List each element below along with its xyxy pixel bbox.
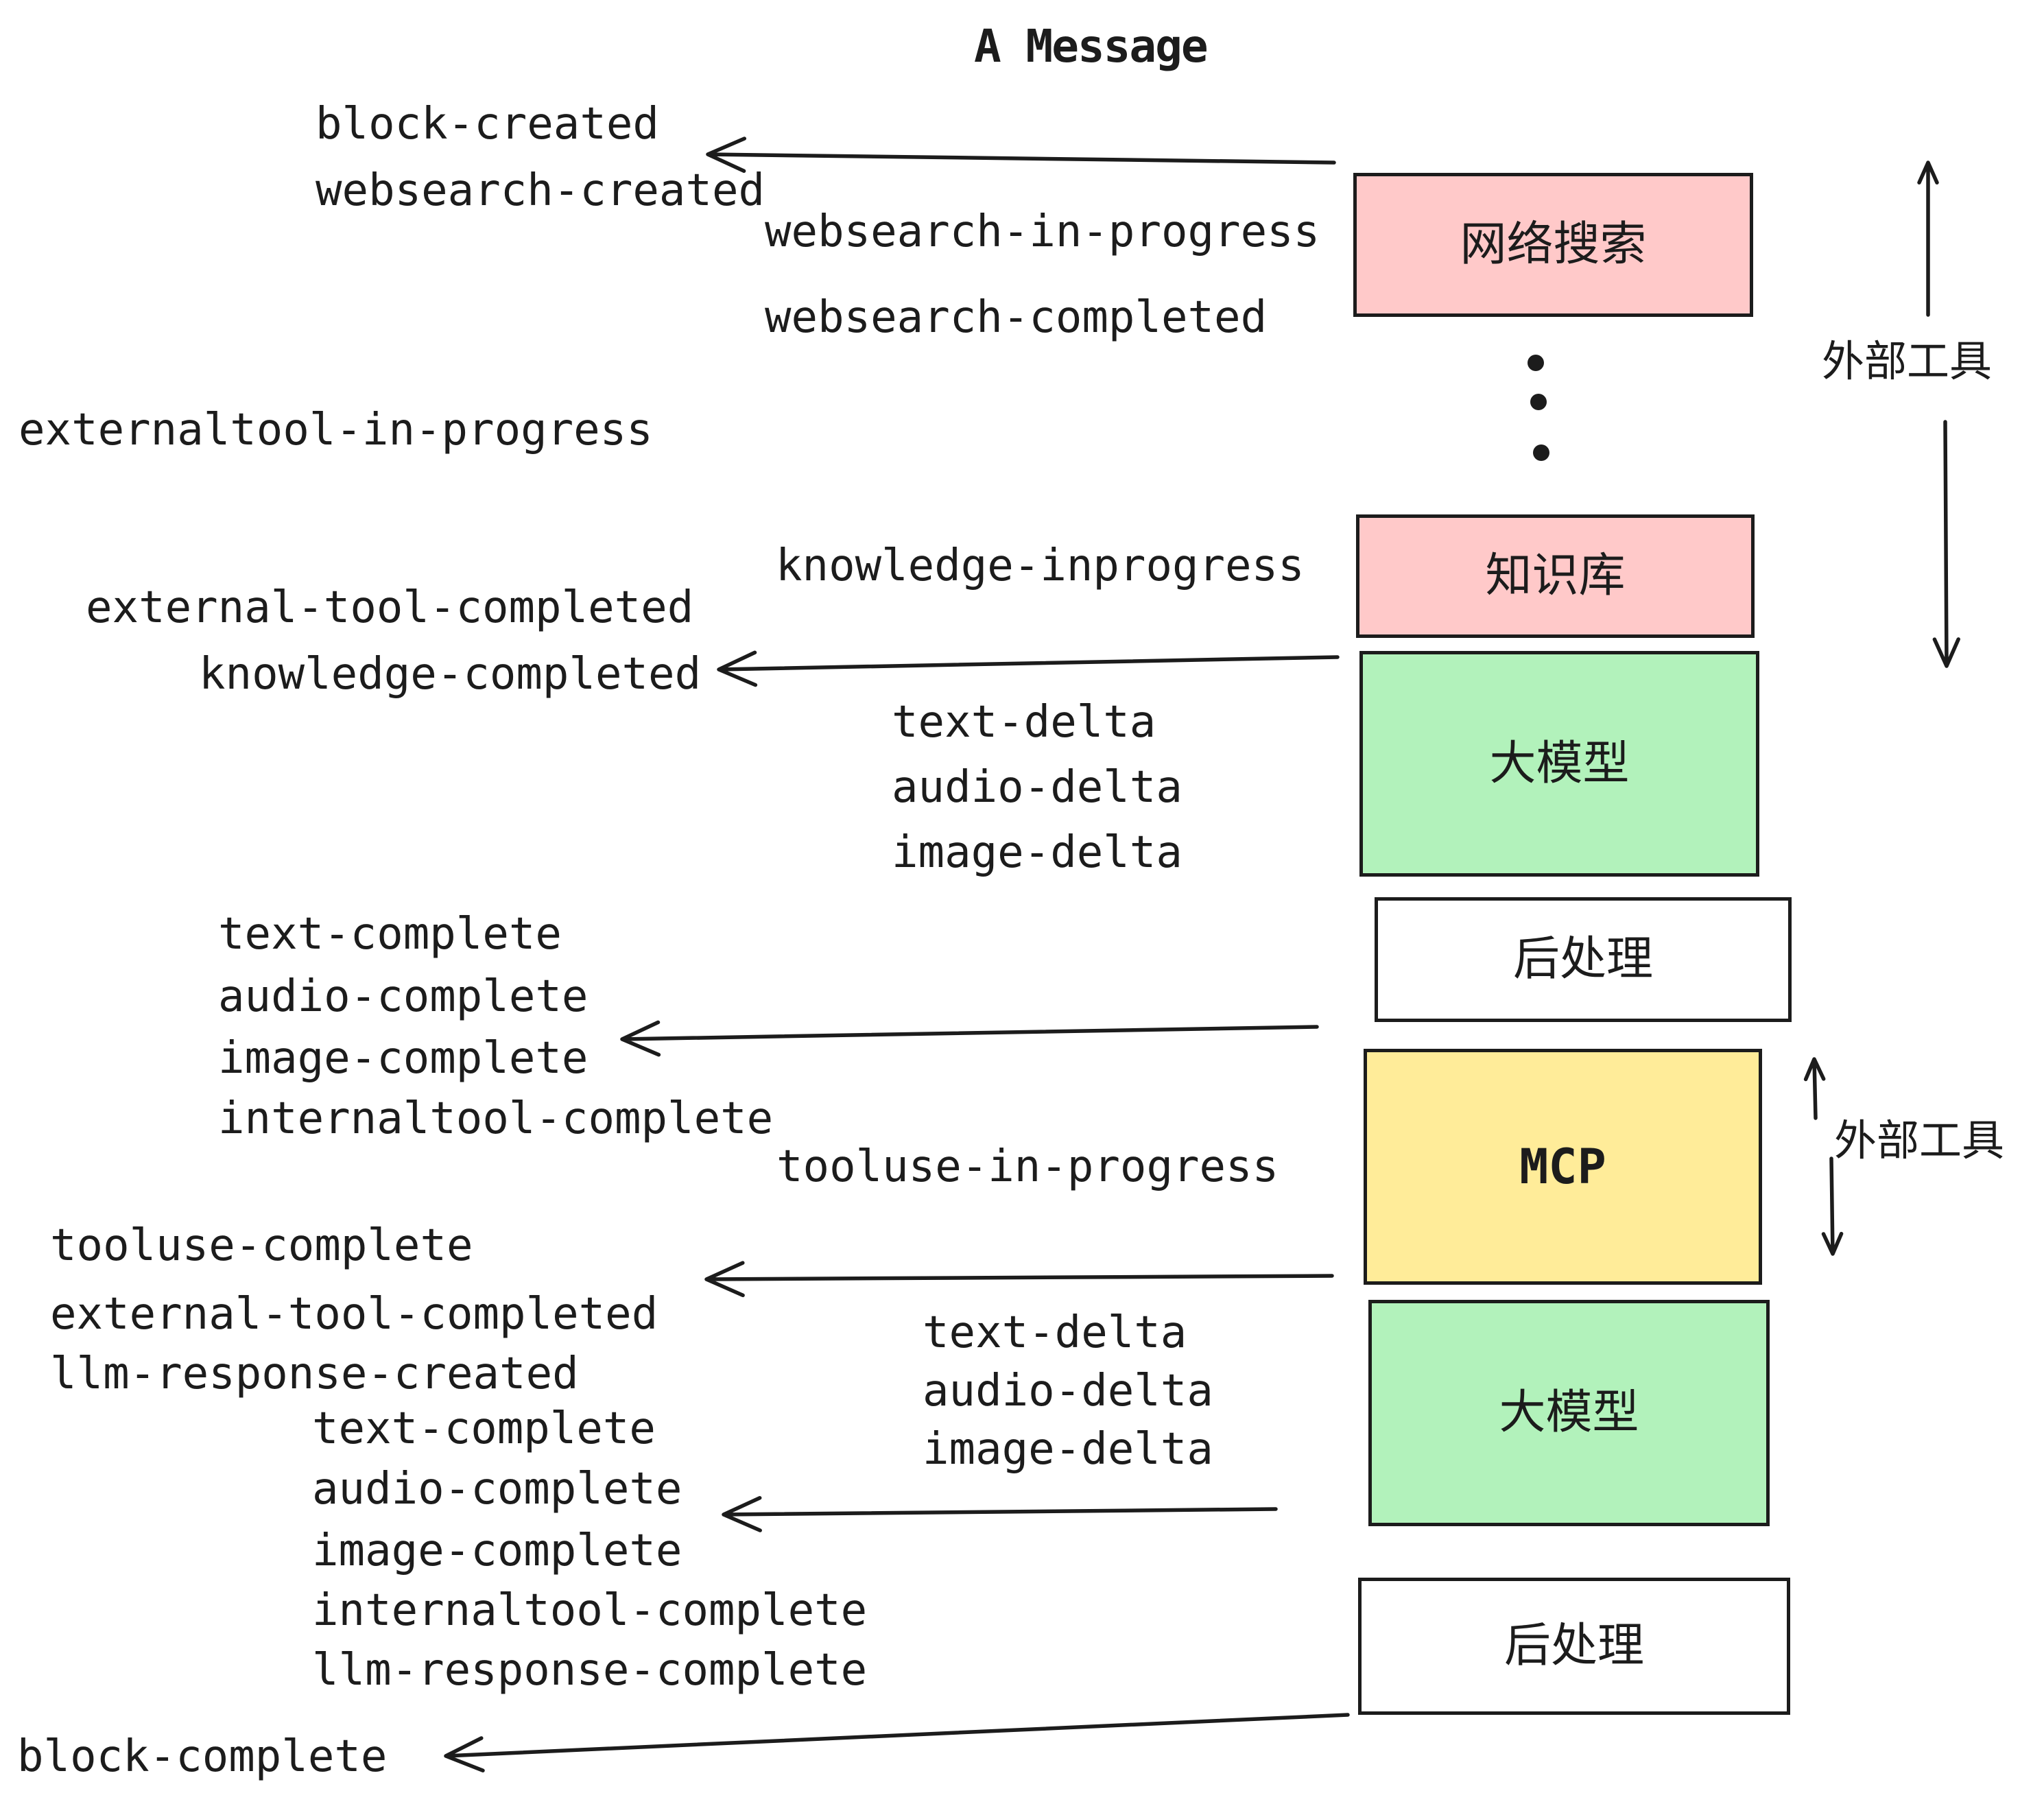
arrow-llm2-events-arrow <box>722 1496 1278 1532</box>
arrow-external-tools-up-arrow-2 <box>1803 1057 1826 1120</box>
flow-box-websearch: 网络搜索 <box>1353 173 1753 317</box>
arrow-knowledge-events-arrow <box>717 650 1340 687</box>
arrow-websearch-events-arrow <box>706 137 1336 174</box>
side-label-external-tools-2: 外部工具 <box>1834 1115 2005 1165</box>
event-label-internaltool-complete-1: internaltool-complete <box>218 1093 774 1144</box>
event-label-audio-delta-1: audio-delta <box>892 762 1183 813</box>
event-label-websearch-created: websearch-created <box>316 165 765 216</box>
flow-box-label-mcp: MCP <box>1519 1139 1606 1195</box>
ellipsis-dot-1 <box>1528 355 1544 371</box>
event-label-image-delta-2: image-delta <box>923 1424 1213 1475</box>
ellipsis-dot-3 <box>1533 444 1549 461</box>
event-label-knowledge-inprogress: knowledge-inprogress <box>776 541 1305 591</box>
flow-box-mcp: MCP <box>1364 1049 1762 1285</box>
event-label-text-delta-2: text-delta <box>923 1307 1187 1358</box>
flow-box-knowledge: 知识库 <box>1356 514 1755 638</box>
arrow-block-complete-arrow <box>444 1713 1350 1772</box>
arrow-external-tools-down-arrow-2 <box>1821 1156 1844 1256</box>
event-label-image-complete-1: image-complete <box>218 1033 589 1084</box>
ellipsis-dot-2 <box>1530 394 1547 410</box>
event-label-block-complete: block-complete <box>17 1731 388 1782</box>
event-label-text-complete-2: text-complete <box>312 1403 656 1454</box>
event-label-externaltool-in-progress: externaltool-in-progress <box>19 405 653 455</box>
event-label-external-tool-completed-1: external-tool-completed <box>86 582 694 633</box>
event-label-tooluse-in-progress: tooluse-in-progress <box>776 1141 1279 1192</box>
flow-box-postprocess-1: 后处理 <box>1375 897 1792 1022</box>
event-label-tooluse-complete: tooluse-complete <box>50 1220 473 1271</box>
event-label-websearch-in-progress: websearch-in-progress <box>765 206 1320 257</box>
event-label-knowledge-completed: knowledge-completed <box>199 649 702 700</box>
event-label-image-complete-2: image-complete <box>312 1526 682 1576</box>
event-label-external-tool-completed-2: external-tool-completed <box>50 1289 658 1340</box>
event-label-text-delta-1: text-delta <box>892 697 1156 748</box>
side-label-external-tools-1: 外部工具 <box>1822 336 1993 386</box>
flow-box-postprocess-2: 后处理 <box>1358 1578 1790 1715</box>
event-label-websearch-completed: websearch-completed <box>765 292 1268 343</box>
flow-box-label-llm-1: 大模型 <box>1489 736 1630 791</box>
arrow-external-tools-up-arrow-1 <box>1917 161 1939 317</box>
flow-box-label-llm-2: 大模型 <box>1499 1386 1639 1440</box>
arrow-llm1-events-arrow <box>620 1020 1319 1057</box>
event-label-text-complete-1: text-complete <box>218 909 562 960</box>
event-label-llm-response-complete: llm-response-complete <box>312 1645 868 1696</box>
event-label-audio-complete-1: audio-complete <box>218 971 589 1022</box>
event-label-audio-complete-2: audio-complete <box>312 1464 682 1515</box>
event-label-image-delta-1: image-delta <box>892 827 1183 878</box>
flow-box-llm-1: 大模型 <box>1359 651 1759 877</box>
event-label-llm-response-created: llm-response-created <box>50 1349 579 1399</box>
flow-box-llm-2: 大模型 <box>1368 1300 1770 1526</box>
arrow-external-tools-down-arrow-1 <box>1932 420 1960 668</box>
diagram-title: A Message <box>974 20 1209 73</box>
event-label-block-created: block-created <box>316 99 659 150</box>
flow-box-label-websearch: 网络搜索 <box>1460 217 1647 272</box>
arrow-mcp-events-arrow <box>704 1261 1334 1298</box>
event-label-audio-delta-2: audio-delta <box>923 1366 1213 1416</box>
flow-box-label-postprocess-1: 后处理 <box>1512 932 1653 986</box>
event-label-internaltool-complete-2: internaltool-complete <box>312 1585 868 1636</box>
flow-box-label-knowledge: 知识库 <box>1485 549 1626 603</box>
flow-box-label-postprocess-2: 后处理 <box>1504 1619 1644 1673</box>
